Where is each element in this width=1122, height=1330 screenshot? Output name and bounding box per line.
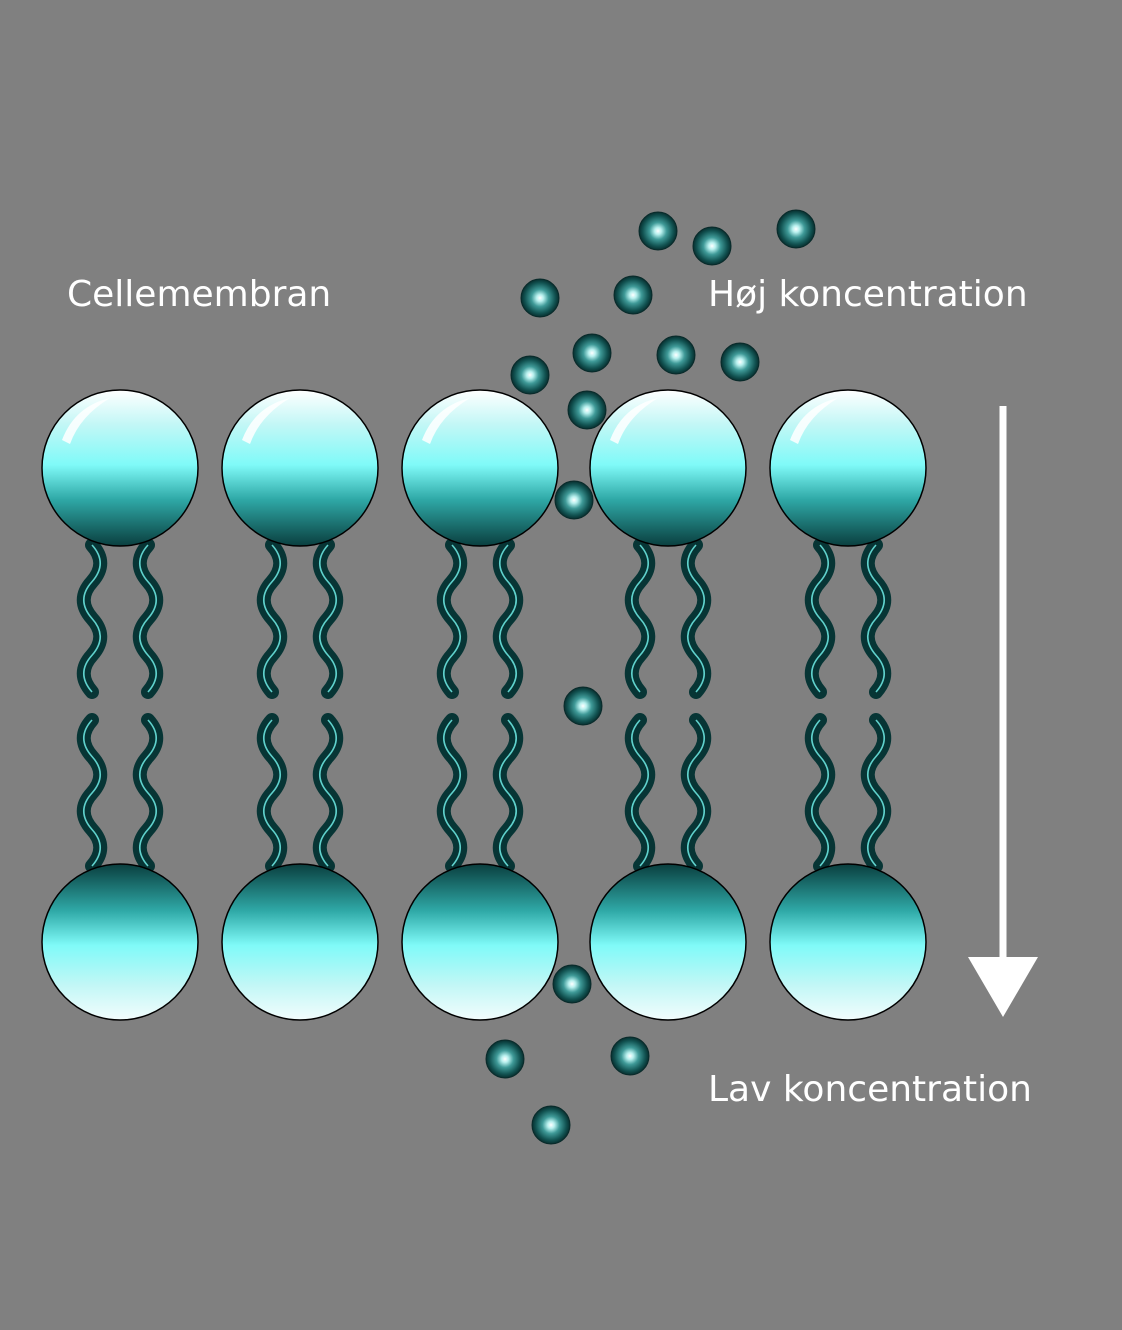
phospholipid-head-top bbox=[589, 389, 747, 547]
phospholipid-head-top bbox=[41, 389, 199, 547]
tail-stripe bbox=[810, 719, 830, 867]
tail-stripe bbox=[318, 719, 338, 867]
tail-stripe bbox=[498, 719, 518, 867]
head-highlight bbox=[790, 398, 838, 444]
phospholipid-head-bottom bbox=[401, 863, 559, 1021]
molecule bbox=[613, 275, 653, 315]
tail-stripe bbox=[866, 719, 886, 867]
molecule bbox=[554, 480, 594, 520]
molecule bbox=[552, 964, 592, 1004]
molecule bbox=[510, 355, 550, 395]
head-highlight bbox=[610, 398, 658, 444]
tail-stripe bbox=[630, 719, 650, 867]
phospholipid-head-bottom bbox=[589, 863, 747, 1021]
tail-stripe bbox=[498, 544, 518, 693]
tail-stripe bbox=[138, 719, 158, 867]
tail-stripe bbox=[82, 719, 102, 867]
molecule bbox=[520, 278, 560, 318]
concentration-arrow bbox=[968, 406, 1038, 1017]
head-highlight bbox=[422, 398, 470, 444]
head-highlight bbox=[62, 398, 110, 444]
tail-stripe bbox=[262, 719, 282, 867]
tail-stripe bbox=[630, 544, 650, 693]
phospholipid-head-bottom bbox=[769, 863, 927, 1021]
molecule bbox=[485, 1039, 525, 1079]
phospholipid-head-top bbox=[401, 389, 559, 547]
diffusing-molecules bbox=[485, 209, 816, 1145]
tail-stripe bbox=[810, 544, 830, 693]
tail-stripe bbox=[318, 544, 338, 693]
phosphate-heads bbox=[41, 389, 927, 1021]
low-concentration-label: Lav koncentration bbox=[708, 1069, 1032, 1110]
tail-stripe bbox=[866, 544, 886, 693]
molecule bbox=[656, 335, 696, 375]
phospholipid-head-top bbox=[769, 389, 927, 547]
fatty-acid-tails bbox=[76, 538, 892, 873]
phospholipid-head-bottom bbox=[41, 863, 199, 1021]
molecule bbox=[563, 686, 603, 726]
molecule bbox=[567, 390, 607, 430]
phospholipid-head-top bbox=[221, 389, 379, 547]
tail-stripe bbox=[442, 719, 462, 867]
tail-stripe bbox=[82, 544, 102, 693]
tail-stripe bbox=[442, 544, 462, 693]
molecule bbox=[531, 1105, 571, 1145]
tail-stripe bbox=[262, 544, 282, 693]
molecule bbox=[776, 209, 816, 249]
molecule bbox=[572, 333, 612, 373]
membrane-label: Cellemembran bbox=[67, 274, 331, 315]
molecule bbox=[610, 1036, 650, 1076]
tail-stripe bbox=[138, 544, 158, 693]
phospholipid-head-bottom bbox=[221, 863, 379, 1021]
molecule bbox=[692, 226, 732, 266]
tail-stripe bbox=[686, 544, 706, 693]
molecule bbox=[638, 211, 678, 251]
head-highlight bbox=[242, 398, 290, 444]
high-concentration-label: Høj koncentration bbox=[708, 274, 1028, 315]
molecule bbox=[720, 342, 760, 382]
tail-stripe bbox=[686, 719, 706, 867]
